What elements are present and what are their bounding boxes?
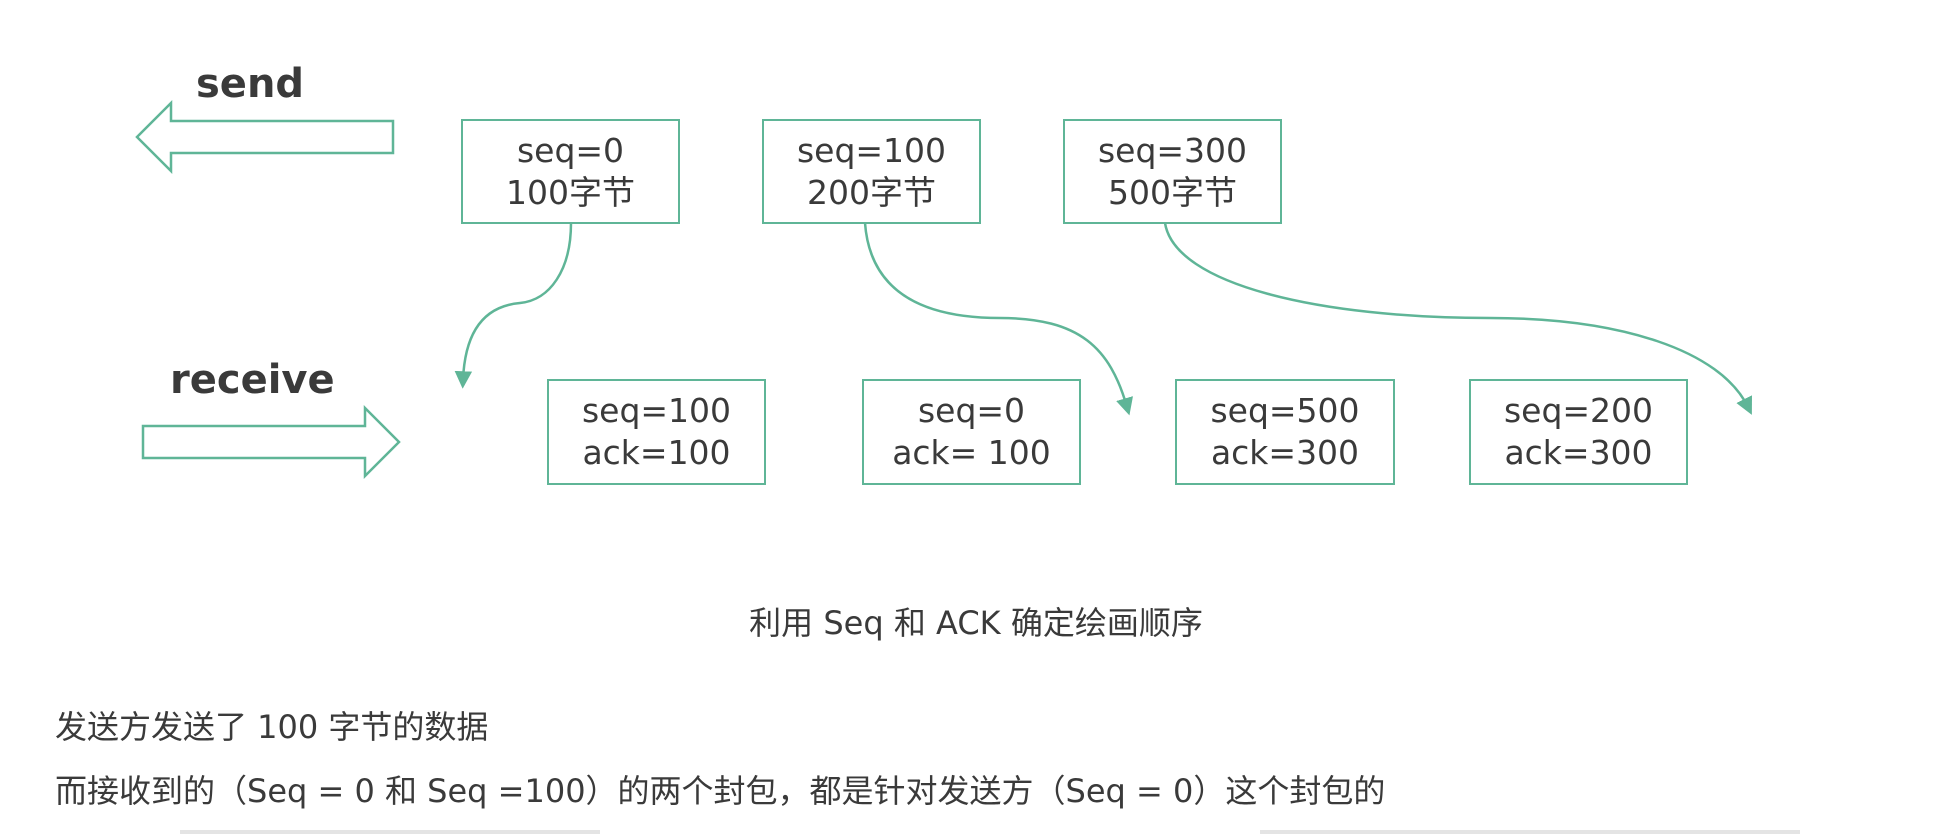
send-arrow-icon	[135, 99, 395, 175]
packet-seq: seq=100	[581, 391, 732, 430]
figure-caption: 利用 Seq 和 ACK 确定绘画顺序	[749, 604, 1203, 642]
packet-seq: seq=100	[796, 130, 947, 170]
receive-arrow-icon	[141, 404, 401, 480]
divider	[180, 830, 600, 834]
divider	[1260, 830, 1800, 834]
packet-ack: ack=100	[582, 433, 731, 472]
paragraph-line: 而接收到的（Seq = 0 和 Seq =100）的两个封包，都是针对发送方（S…	[55, 772, 1386, 810]
packet-ack: ack=300	[1504, 433, 1653, 472]
paragraph-line: 发送方发送了 100 字节的数据	[55, 708, 489, 746]
receive-packet-box: seq=0 ack= 100	[862, 379, 1081, 485]
receive-packet-box: seq=100 ack=100	[547, 379, 766, 485]
packet-ack: ack= 100	[892, 433, 1051, 472]
packet-seq: seq=0	[516, 130, 625, 170]
send-packet-box: seq=100 200字节	[762, 119, 981, 224]
packet-seq: seq=200	[1503, 391, 1654, 430]
send-packet-box: seq=0 100字节	[461, 119, 680, 224]
packet-seq: seq=0	[917, 391, 1026, 430]
connector-curve	[863, 222, 1133, 416]
packet-seq: seq=500	[1210, 391, 1360, 430]
packet-size: 200字节	[807, 172, 936, 212]
connector-curve	[454, 222, 573, 389]
send-packet-box: seq=300 500字节	[1063, 119, 1282, 224]
send-label: send	[196, 61, 305, 107]
receive-packet-box: seq=200 ack=300	[1469, 379, 1688, 485]
receive-label: receive	[170, 357, 335, 403]
packet-ack: ack=300	[1210, 433, 1360, 472]
packet-size: 500字节	[1108, 172, 1237, 212]
connector-curve	[1163, 222, 1752, 415]
packet-size: 100字节	[506, 172, 635, 212]
receive-packet-box: seq=500 ack=300	[1175, 379, 1395, 485]
packet-seq: seq=300	[1097, 130, 1248, 170]
